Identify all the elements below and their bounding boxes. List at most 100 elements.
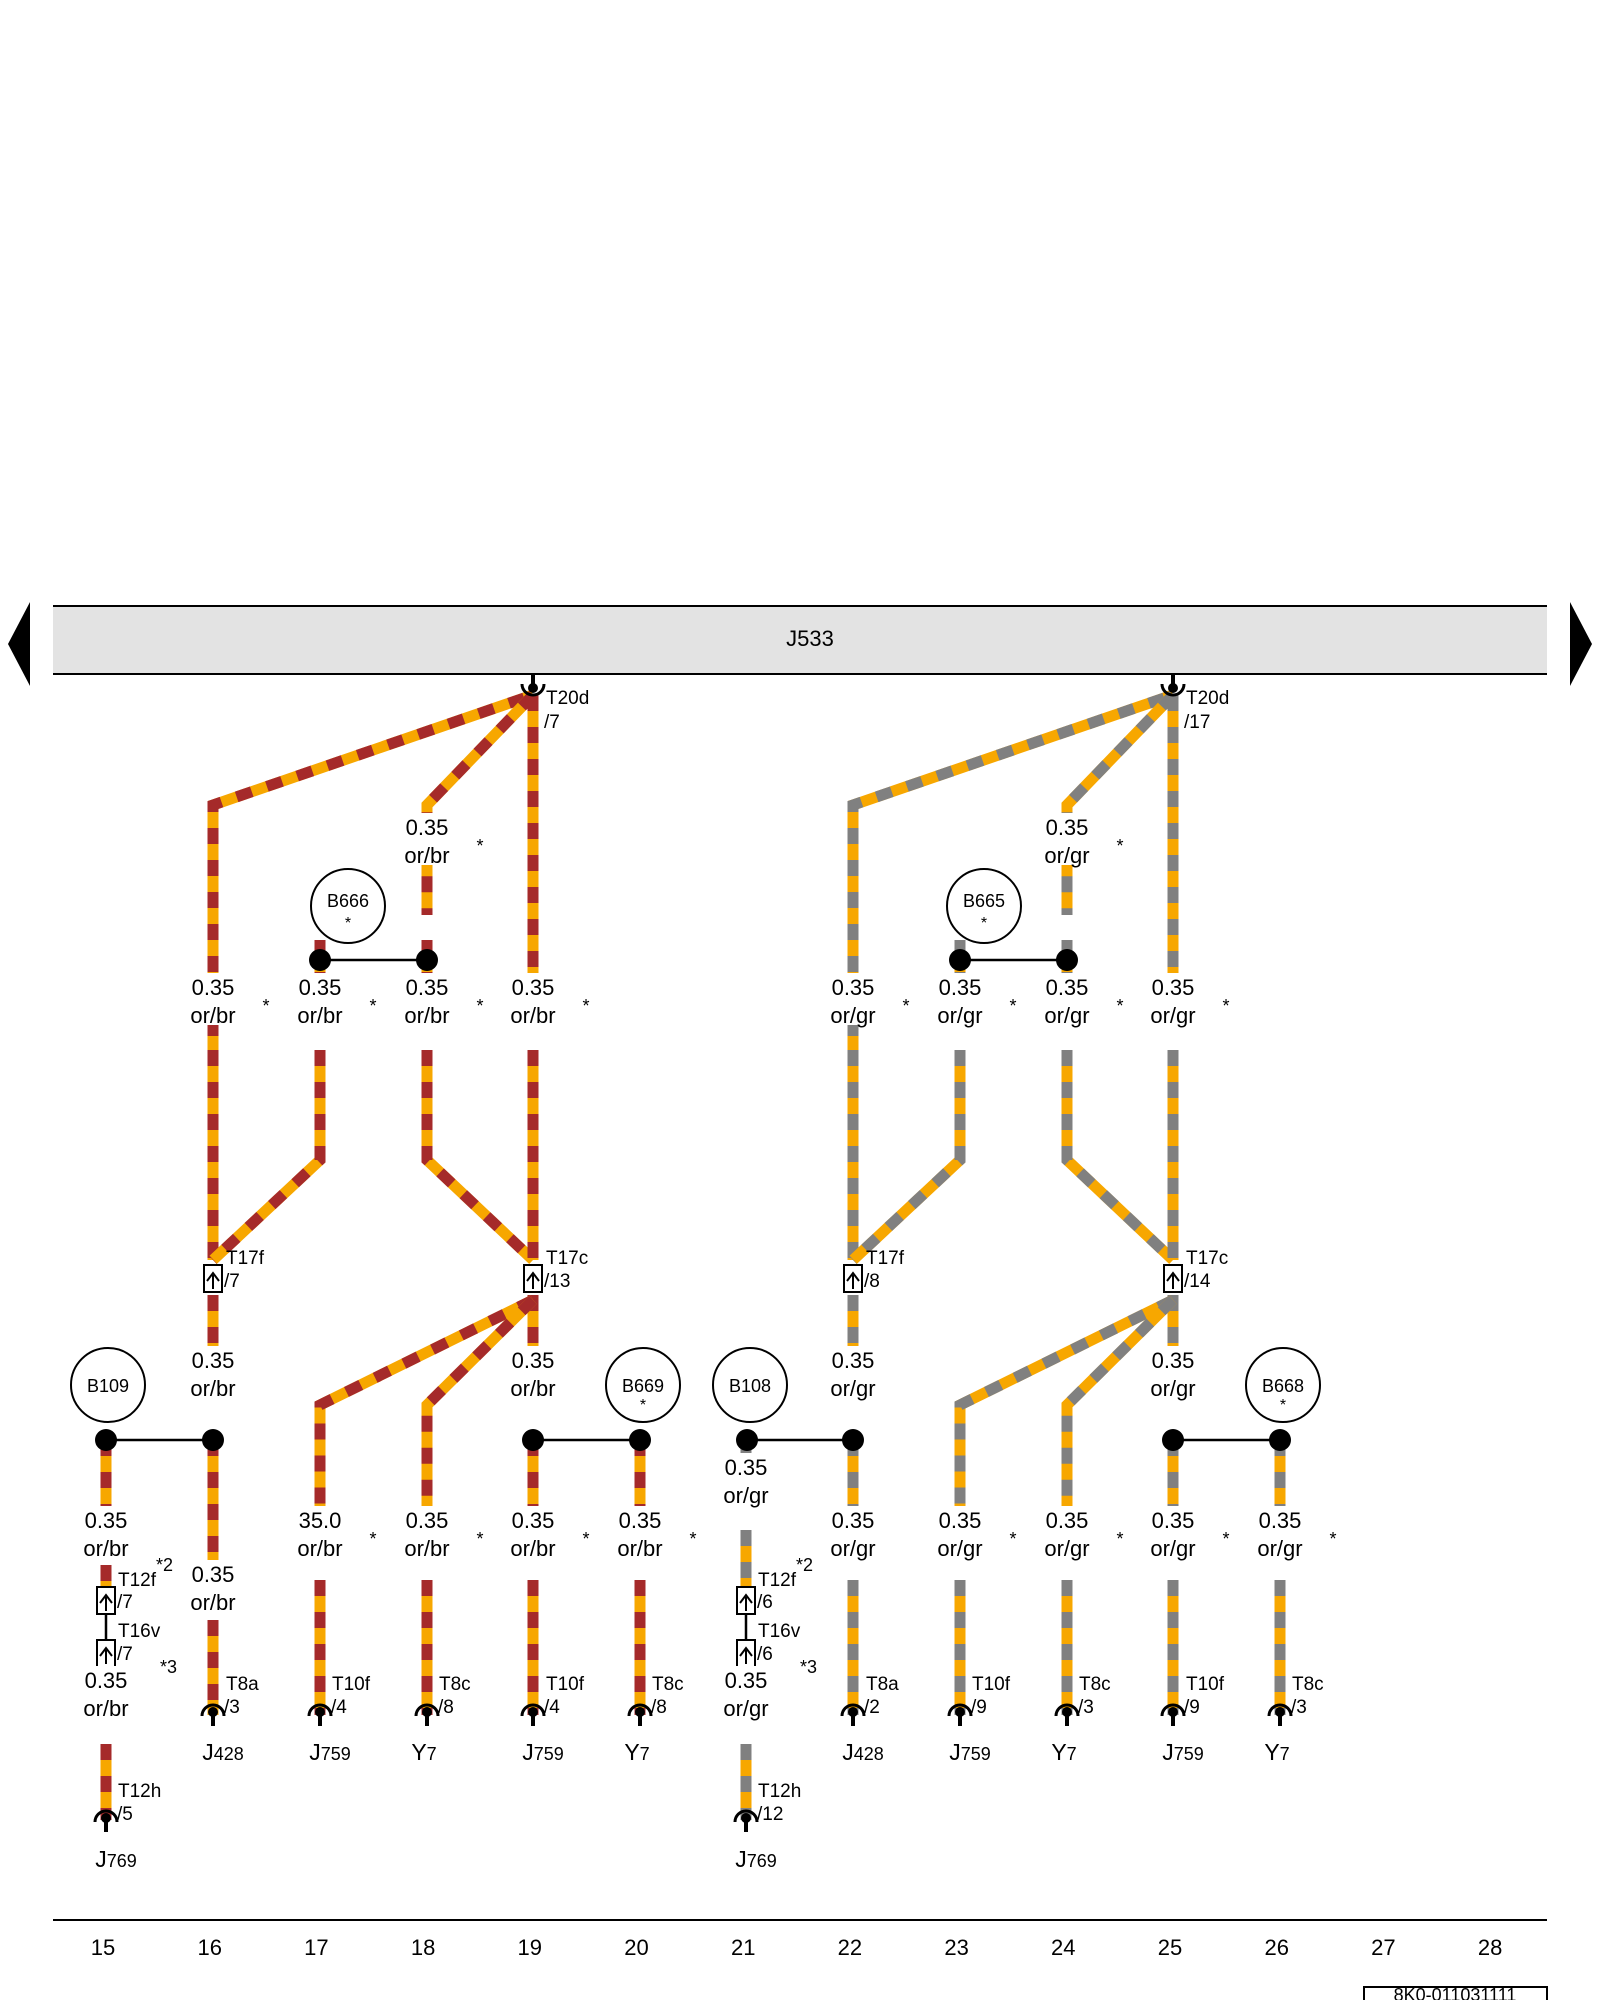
wire-color: or/br bbox=[617, 1536, 662, 1561]
connector-t12f-7-symbol bbox=[96, 1586, 116, 1615]
connector-t8c-3a-pin: /3 bbox=[1078, 1697, 1094, 1718]
wire-size: 0.35 bbox=[512, 1348, 555, 1373]
wire-segment bbox=[421, 1296, 537, 1515]
connector-t12h-12-name: T12h bbox=[758, 1781, 801, 1802]
connector-t17c-14-name: T17c bbox=[1186, 1248, 1228, 1269]
splice-label: B109 bbox=[87, 1376, 129, 1396]
wire-size: 35.0 bbox=[299, 1508, 342, 1533]
triangle-right-icon[interactable] bbox=[1570, 602, 1592, 686]
wire-size: 0.35 bbox=[406, 1508, 449, 1533]
wire-size: 0.35 bbox=[1259, 1508, 1302, 1533]
component-j428-b: J428 bbox=[842, 1739, 884, 1765]
connector-t16v-7-name: T16v bbox=[118, 1621, 161, 1642]
wire-color: or/gr bbox=[1150, 1536, 1195, 1561]
splice-mark: * bbox=[981, 915, 987, 932]
wire-size: 0.35 bbox=[619, 1508, 662, 1533]
component-j769-b: J769 bbox=[735, 1846, 777, 1872]
wire-segment bbox=[847, 689, 1175, 1260]
track-number: 19 bbox=[518, 1935, 542, 1960]
wire-segment bbox=[209, 1050, 326, 1265]
wire-mark: * bbox=[582, 1529, 589, 1549]
connector-t17c-13-pin: /13 bbox=[544, 1271, 570, 1292]
connector-t12f-7-name: T12f bbox=[118, 1570, 157, 1591]
connector-t12f-7-pin: /7 bbox=[117, 1592, 133, 1613]
control-unit-label: J533 bbox=[786, 626, 834, 651]
wire-segment bbox=[849, 1050, 966, 1265]
connector-t12f-6-symbol bbox=[736, 1586, 756, 1615]
track-number: 24 bbox=[1051, 1935, 1075, 1960]
wire-size: 0.35 bbox=[192, 1348, 235, 1373]
wire-segment bbox=[421, 691, 537, 915]
connector-t17f-8-name: T17f bbox=[866, 1248, 905, 1269]
wire-mark: * bbox=[476, 836, 483, 856]
track-number: 15 bbox=[91, 1935, 115, 1960]
component-y7-d: Y7 bbox=[1264, 1739, 1289, 1765]
wires-layer bbox=[100, 689, 1286, 1820]
wire-color: or/gr bbox=[1044, 1003, 1089, 1028]
wire-color: or/br bbox=[297, 1003, 342, 1028]
document-code: 8K0-011031111 bbox=[1394, 1985, 1517, 2000]
wire-mark: * bbox=[1009, 996, 1016, 1016]
connector-t8c-8a-name: T8c bbox=[439, 1674, 471, 1695]
wire-size: 0.35 bbox=[832, 1348, 875, 1373]
wire-mark: * bbox=[689, 1529, 696, 1549]
connector-t20d-7-pin: /7 bbox=[544, 712, 560, 733]
wire-mark: * bbox=[1222, 1529, 1229, 1549]
track-number: 18 bbox=[411, 1935, 435, 1960]
connector-t20d-7-symbol bbox=[520, 672, 546, 697]
wire-color: or/br bbox=[404, 1003, 449, 1028]
connector-t12f-6-name: T12f bbox=[758, 1570, 797, 1591]
wire-size: 0.35 bbox=[192, 975, 235, 1000]
wire-mark: * bbox=[476, 996, 483, 1016]
wire-color: or/gr bbox=[1044, 1536, 1089, 1561]
connector-t8c-8a-pin: /8 bbox=[438, 1697, 454, 1718]
component-y7-c: Y7 bbox=[1051, 1739, 1076, 1765]
connector-t16v-7-note: *3 bbox=[160, 1657, 177, 1677]
wire-color: or/gr bbox=[723, 1696, 768, 1721]
wire-color: or/br bbox=[83, 1696, 128, 1721]
triangle-left-icon[interactable] bbox=[8, 602, 30, 686]
wire-color: or/br bbox=[83, 1536, 128, 1561]
connector-t10f-9a-name: T10f bbox=[972, 1674, 1011, 1695]
connector-t8c-3b-name: T8c bbox=[1292, 1674, 1324, 1695]
connector-t17c-13-name: T17c bbox=[546, 1248, 588, 1269]
splice-mark: * bbox=[345, 915, 351, 932]
track-number: 20 bbox=[624, 1935, 648, 1960]
wire-color: or/gr bbox=[723, 1483, 768, 1508]
components-layer: J428 J759 Y7 J759 Y7 J428 J759 Y7 J759 Y… bbox=[95, 1739, 1289, 1872]
track-number: 22 bbox=[838, 1935, 862, 1960]
connector-t20d-7-name: T20d bbox=[546, 688, 589, 709]
wire-color: or/br bbox=[510, 1536, 555, 1561]
wire-size: 0.35 bbox=[1152, 975, 1195, 1000]
track-number: 25 bbox=[1158, 1935, 1182, 1960]
component-j759-b: J759 bbox=[522, 1739, 564, 1765]
connector-t16v-6-symbol bbox=[736, 1639, 756, 1668]
wire-mark: * bbox=[1329, 1529, 1336, 1549]
connector-t12h-5-pin: /5 bbox=[117, 1804, 133, 1825]
connector-t8c-3a-name: T8c bbox=[1079, 1674, 1111, 1695]
wire-mark: * bbox=[1116, 836, 1123, 856]
splice-label: B666 bbox=[327, 891, 369, 911]
track-number: 21 bbox=[731, 1935, 755, 1960]
component-y7-b: Y7 bbox=[624, 1739, 649, 1765]
control-unit-j533: J533 bbox=[53, 605, 1547, 675]
track-number: 16 bbox=[197, 1935, 221, 1960]
wire-segment bbox=[207, 689, 535, 1260]
wire-mark: * bbox=[902, 996, 909, 1016]
wire-mark: * bbox=[1222, 996, 1229, 1016]
connector-t10f-4b-pin: /4 bbox=[544, 1697, 560, 1718]
connector-t8a-3-pin: /3 bbox=[224, 1697, 240, 1718]
splice-mark: * bbox=[640, 1397, 646, 1414]
splice-dots bbox=[95, 949, 1291, 1451]
connector-t16v-6-name: T16v bbox=[758, 1621, 801, 1642]
splice-label: B669 bbox=[622, 1376, 664, 1396]
